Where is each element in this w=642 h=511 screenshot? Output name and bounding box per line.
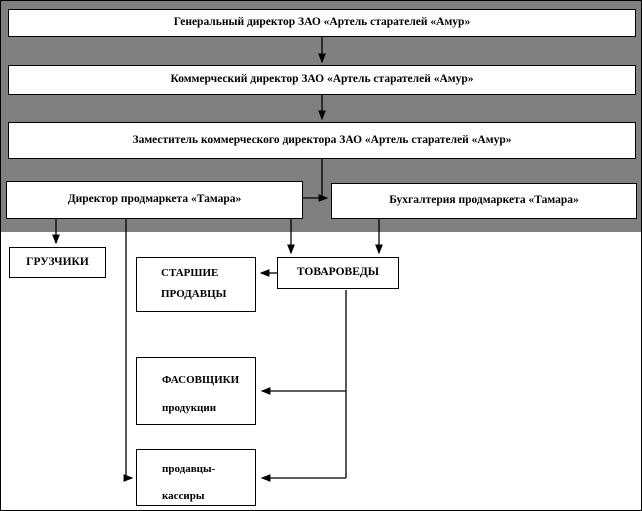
node-accounting-label: Бухгалтерия продмаркета «Тамара» bbox=[389, 194, 579, 207]
node-market-director: Директор продмаркета «Тамара» bbox=[6, 181, 303, 219]
node-senior-sellers: СТАРШИЕ ПРОДАВЦЫ bbox=[136, 257, 256, 312]
node-general-director-label: Генеральный директор ЗАО «Артель старате… bbox=[173, 16, 471, 29]
node-general-director: Генеральный директор ЗАО «Артель старате… bbox=[8, 9, 636, 37]
node-loaders: ГРУЗЧИКИ bbox=[9, 247, 106, 278]
node-commercial-director-label: Коммерческий директор ЗАО «Артель старат… bbox=[170, 73, 474, 86]
node-packers-label: ФАСОВЩИКИ продукции bbox=[162, 374, 240, 414]
node-deputy-commercial-director-label: Заместитель коммерческого директора ЗАО … bbox=[132, 133, 512, 146]
node-merchandisers: ТОВАРОВЕДЫ bbox=[277, 257, 399, 289]
node-deputy-commercial-director: Заместитель коммерческого директора ЗАО … bbox=[8, 122, 636, 159]
node-loaders-label: ГРУЗЧИКИ bbox=[26, 255, 89, 268]
node-packers: ФАСОВЩИКИ продукции bbox=[136, 357, 256, 425]
node-senior-sellers-label: СТАРШИЕ ПРОДАВЦЫ bbox=[161, 267, 227, 300]
node-market-director-label: Директор продмаркета «Тамара» bbox=[67, 193, 242, 206]
node-cashiers: продавцы- кассиры bbox=[136, 449, 256, 506]
node-accounting: Бухгалтерия продмаркета «Тамара» bbox=[331, 183, 637, 219]
node-cashiers-label: продавцы- кассиры bbox=[162, 463, 216, 502]
node-merchandisers-label: ТОВАРОВЕДЫ bbox=[296, 266, 380, 279]
node-commercial-director: Коммерческий директор ЗАО «Артель старат… bbox=[8, 65, 636, 95]
